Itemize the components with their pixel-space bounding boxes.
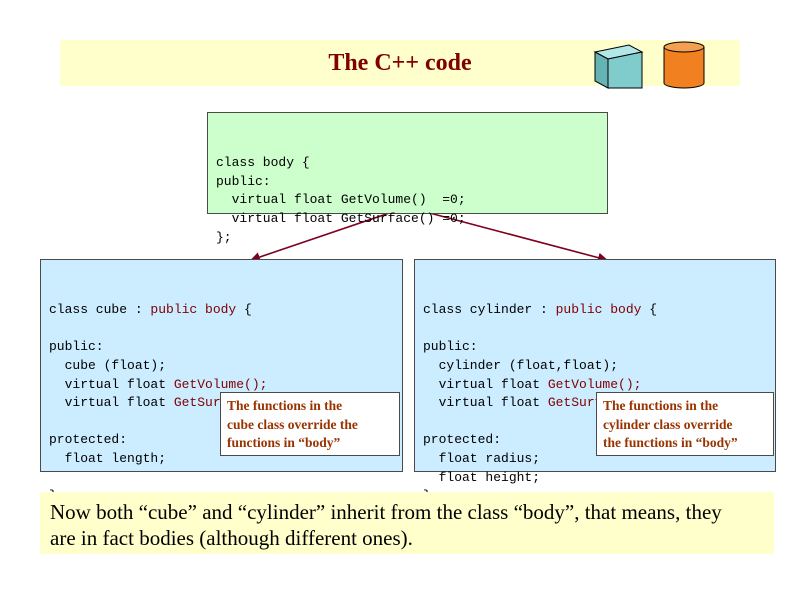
base-class-keyword: public body [555,302,642,318]
code-line: float radius; [423,450,541,466]
body-class-box: class body { public: virtual float GetVol… [207,112,608,245]
note-line: the functions in “body” [603,435,738,450]
code-line: float length; [49,450,167,466]
cylinder-override-note: The functions in the cylinder class over… [596,392,774,456]
blank-line [423,320,767,339]
code-line: public: [216,173,271,189]
explanation-line: are in fact bodies (although different o… [50,526,413,550]
code-line: virtual float GetVolume(); [49,376,268,392]
note-line: The functions in the [603,398,719,413]
explanation-text: Now both “cube” and “cylinder” inherit f… [40,492,774,554]
arrow-body-to-cylinder [406,206,608,263]
blank-line [49,320,394,339]
code-line: class cylinder : public body { [423,302,658,318]
base-class-keyword: public body [150,302,237,318]
override-function: GetVolume(); [547,376,642,392]
code-line: protected: [49,432,128,448]
code-line: protected: [423,432,502,448]
note-line: cube class override the [227,416,358,432]
cube-icon [593,44,644,89]
code-line: virtual float GetSurface() =0; [216,210,466,226]
note-line: functions in “body” [227,435,341,450]
note-line: cylinder class override [603,416,733,432]
blank-line [49,469,394,488]
cylinder-icon [663,41,705,89]
page-title: The C++ code [328,50,472,76]
code-line: public: [423,339,478,355]
code-line: class body { [216,155,310,171]
override-function: GetVolume(); [173,376,268,392]
code-line: class cube : public body { [49,302,252,318]
note-line: The functions in the [227,398,343,413]
code-line: virtual float GetVolume() =0; [216,192,466,208]
code-line: float height; [423,469,541,485]
code-line: public: [49,339,104,355]
code-line: virtual float GetVolume(); [423,376,642,392]
code-line: cube (float); [49,357,167,373]
code-line: }; [216,229,232,245]
code-line: cylinder (float,float); [423,357,619,373]
cube-override-note: The functions in the cube class override… [220,392,400,456]
explanation-line: Now both “cube” and “cylinder” inherit f… [50,500,722,524]
arrow-body-to-cube [250,206,408,262]
